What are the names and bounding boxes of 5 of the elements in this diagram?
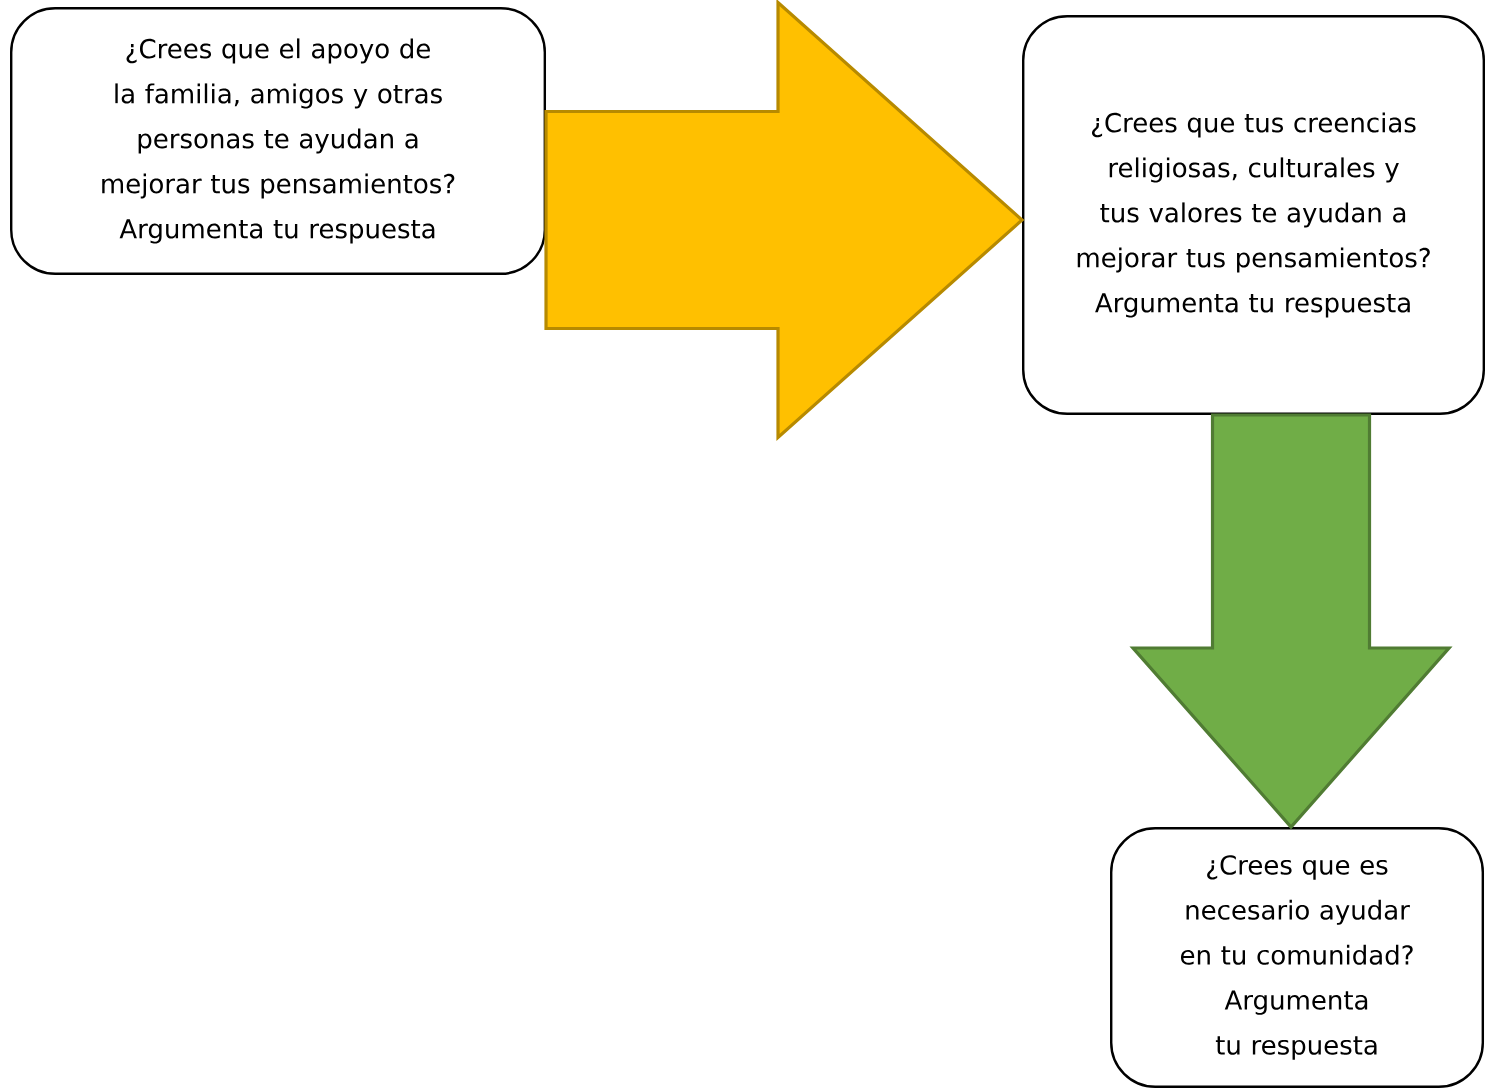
block-arrow	[544, 0, 1025, 442]
block-arrow	[1129, 413, 1453, 830]
question-box: ¿Crees que el apoyo de la familia, amigos y otras personas te ayudan a mejorar tus pensamientos? Argumenta tu respuesta	[10, 7, 546, 275]
question-box: ¿Crees que es necesario ayudar en tu comunidad? Argumenta tu respuesta	[1110, 827, 1484, 1088]
question-box: ¿Crees que tus creencias religiosas, culturales y tus valores te ayudan a mejorar tus pensamientos? Argumenta tu respuesta	[1022, 15, 1485, 415]
